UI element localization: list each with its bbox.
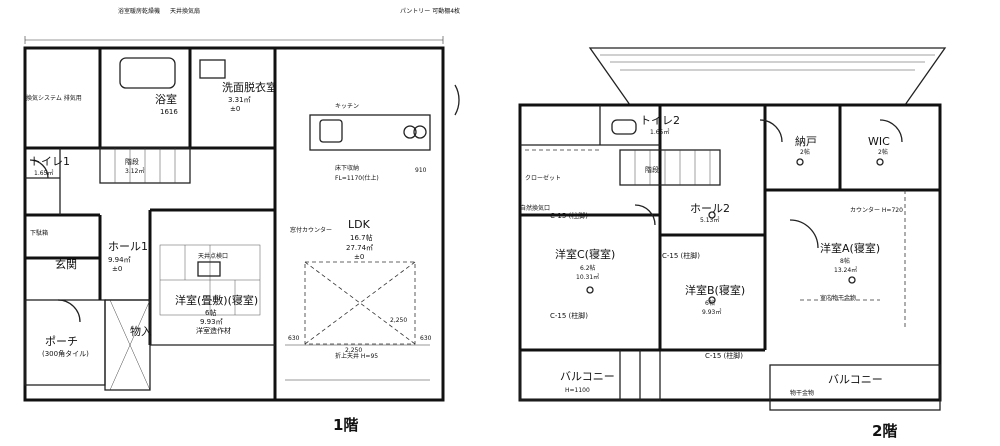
toilet1-name: トイレ1 [30,155,70,168]
roomC-tatami: 6.2帖 [580,264,596,272]
bath-size: 1616 [160,108,178,116]
note-ceiling-vent: 天井換気扇 [170,7,200,15]
pillar-note-4: C-15 (柱脚) [662,251,700,260]
dim-2250-a: 2,250 [390,317,407,324]
hall2-area: 5.13㎡ [700,216,719,224]
floor2-plan: トイレ2 1.65㎡ 階段 納戸 2帖 WIC 2帖 ホール2 5.13㎡ 洋室… [518,47,947,440]
floor2-label: 2階 [872,422,897,440]
bathtub [119,57,176,89]
roof-outline [588,47,947,106]
roomB-tatami: 6帖 [705,299,715,307]
note-indoor-dryer: 室内物干金物 [820,294,856,302]
japanese-tatami: 6帖 [205,308,216,317]
note-closet: クローゼット [525,174,561,182]
porch-note: (300角タイル) [42,349,89,358]
hall1-name: ホール1 [108,240,148,253]
ldk-level: ±0 [354,253,364,261]
porch-name: ポーチ [45,335,78,348]
hall1-level: ±0 [112,265,122,273]
japanese-note: 洋室造作材 [196,326,231,335]
kitchen-counter [309,114,431,151]
dim-630-b: 630 [420,335,432,342]
wic-tatami: 2帖 [878,148,888,156]
wic-name: WIC [868,135,890,148]
note-counter: カウンター H=720 [850,206,903,214]
dressing-area: 3.31㎡ [228,96,251,104]
balcony-left-name: バルコニー [560,370,615,383]
note-bath-dryer: 浴室暖房乾燥機 [118,7,160,15]
toilet2-name: トイレ2 [640,114,680,127]
bath-name: 浴室 [155,92,177,106]
note-ceiling-inspect: 天井点検口 [198,252,228,260]
note-window-counter: 窓付カウンター [290,226,332,234]
balcony-right-name: バルコニー [828,373,883,386]
note-roof-vent: 自然換気口 [520,204,550,212]
pillar-note-3: C-15 (柱脚) [705,351,743,360]
japanese-name: 洋室(畳敷)(寝室) [175,293,258,307]
storeroom-tatami: 2帖 [800,148,810,156]
storeroom-name: 納戸 [795,135,817,148]
note-outdoor-dryer: 物干金物 [790,389,814,397]
roomC-name: 洋室C(寝室) [555,247,615,261]
dim-630-a: 630 [288,335,300,342]
tatami-grid [159,244,261,316]
hall1-area: 9.94㎡ [108,256,131,264]
roomA-tatami: 8帖 [840,257,850,265]
note-fl: FL=1170(仕上) [335,174,379,182]
dressing-level: ±0 [230,105,240,113]
floor2-stairs-treads [619,149,721,186]
dim-910: 910 [415,167,427,174]
entrance-name: 玄関 [55,257,77,271]
stairs1-name: 階段 [125,157,139,166]
balcony-right-area [769,364,941,411]
pillar-note-1: C-15 (柱脚) [550,211,588,220]
floor1-stairs-treads [99,147,191,184]
note-bal-h: H=1100 [565,387,590,394]
floor1-plan: 浴室 1616 洗面脱衣室 3.31㎡ ±0 トイレ1 1.65㎡ 階段 3.1… [23,7,460,434]
note-pantry: パントリー 可動棚4枚 [400,7,460,15]
note-ceiling: 折上天井 H=95 [335,352,378,360]
roomB-area: 9.93㎡ [702,308,721,316]
floor1-label: 1階 [333,416,358,434]
roomB-name: 洋室B(寝室) [685,283,745,297]
roomA-name: 洋室A(寝室) [820,241,880,255]
ldk-name: LDK [348,218,371,231]
ldk-area: 27.74㎡ [346,244,373,252]
roomC-area: 10.31㎡ [576,273,599,281]
japanese-area: 9.93㎡ [200,318,223,326]
stairs2-name: 階段 [645,165,659,174]
roomA-area: 13.24㎡ [834,266,857,274]
stairs1-area: 3.12㎡ [125,167,144,175]
dim-2250-b: 2,250 [345,347,362,354]
toilet2-area: 1.65㎡ [650,128,669,136]
floor2-outer-wall [518,103,942,402]
toilet1-area: 1.65㎡ [34,169,53,177]
dressing-name: 洗面脱衣室 [222,80,277,94]
hall2-name: ホール2 [690,202,730,215]
note-kitchen: キッチン [335,103,359,110]
note-shoe-box: 下駄箱 [30,229,48,237]
pillar-note-2: C-15 (柱脚) [550,311,588,320]
note-floor-cab: 床下収納 [335,164,359,172]
ldk-raised-ceiling [304,261,416,345]
storage-name: 物入 [130,324,152,338]
note-vent-system: 換気システム 排気用 [26,94,82,102]
floor1-outer-wall [23,46,445,402]
ldk-tatami: 16.7帖 [350,233,373,242]
